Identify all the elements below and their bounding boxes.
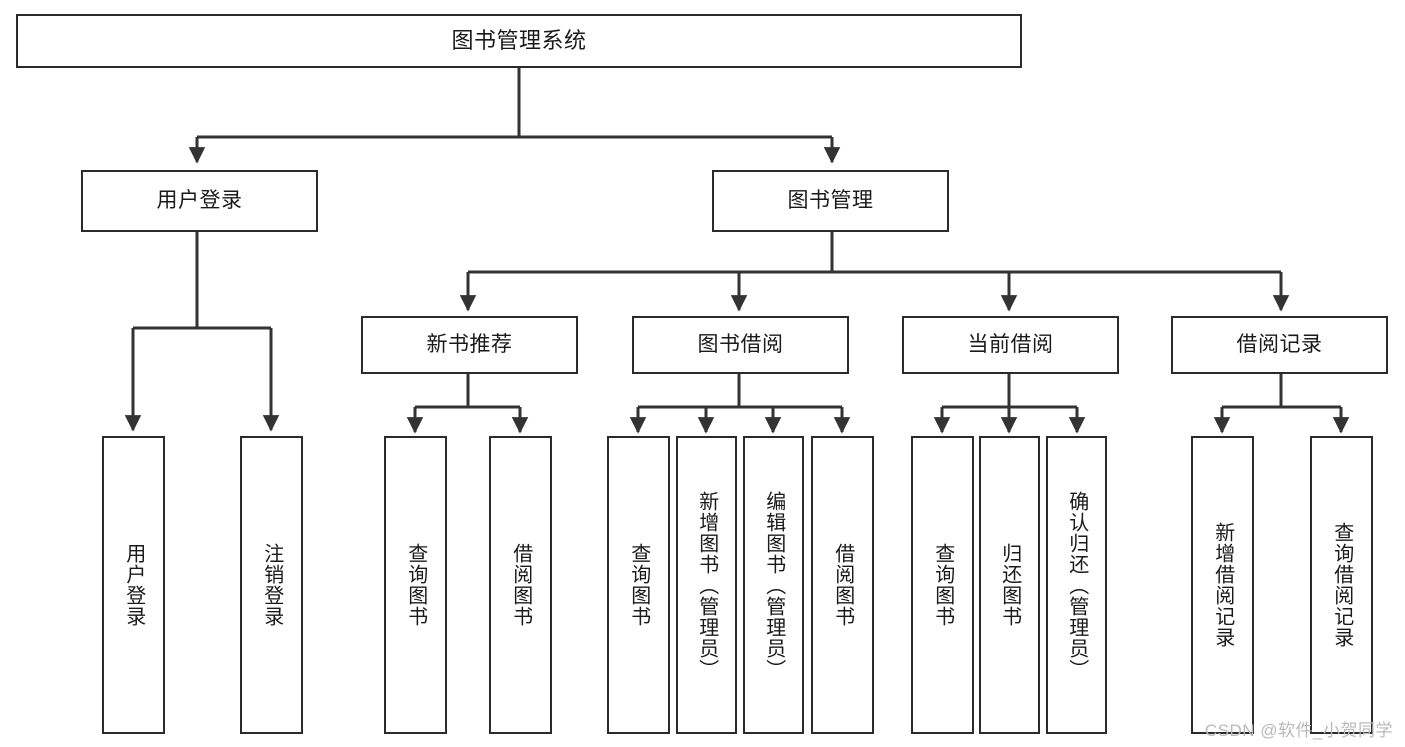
leaf-borrow-book[interactable]: 借阅图书 [811, 436, 874, 734]
node-label: 图书管理 [787, 188, 874, 212]
node-label: 查询图书 [627, 543, 650, 627]
leaf-add-book-admin[interactable]: 新增图书（管理员） [676, 436, 737, 734]
node-label: 图书借阅 [697, 332, 784, 356]
node-label: 新增图书（管理员） [695, 490, 718, 680]
node-current-borrow[interactable]: 当前借阅 [902, 316, 1119, 374]
leaf-edit-book-admin[interactable]: 编辑图书（管理员） [743, 436, 804, 734]
leaf-logout[interactable]: 注销登录 [240, 436, 303, 734]
leaf-borrow-book-recommend[interactable]: 借阅图书 [489, 436, 552, 734]
leaf-query-book-borrow[interactable]: 查询图书 [607, 436, 670, 734]
node-user-login[interactable]: 用户登录 [81, 170, 318, 232]
node-label: 查询图书 [404, 543, 427, 627]
leaf-query-book-recommend[interactable]: 查询图书 [384, 436, 447, 734]
leaf-query-borrow-record[interactable]: 查询借阅记录 [1310, 436, 1373, 734]
leaf-return-book[interactable]: 归还图书 [979, 436, 1040, 734]
node-label: 用户登录 [122, 543, 145, 627]
node-label: 注销登录 [260, 543, 283, 627]
node-book-borrow[interactable]: 图书借阅 [632, 316, 849, 374]
node-label: 当前借阅 [967, 332, 1054, 356]
node-root-system[interactable]: 图书管理系统 [16, 14, 1022, 68]
node-label: 查询图书 [931, 543, 954, 627]
node-borrow-records[interactable]: 借阅记录 [1171, 316, 1388, 374]
node-new-book-recommend[interactable]: 新书推荐 [361, 316, 578, 374]
node-book-management[interactable]: 图书管理 [712, 170, 949, 232]
node-label: 归还图书 [998, 543, 1021, 627]
node-label: 借阅图书 [831, 543, 854, 627]
node-label: 编辑图书（管理员） [762, 490, 785, 680]
node-label: 确认归还（管理员） [1065, 490, 1088, 680]
node-label: 新增借阅记录 [1211, 522, 1234, 648]
leaf-add-borrow-record[interactable]: 新增借阅记录 [1191, 436, 1254, 734]
node-label: 用户登录 [156, 188, 243, 212]
node-label: 图书管理系统 [451, 28, 587, 54]
node-label: 查询借阅记录 [1330, 522, 1353, 648]
leaf-confirm-return-admin[interactable]: 确认归还（管理员） [1046, 436, 1107, 734]
node-label: 借阅记录 [1236, 332, 1323, 356]
leaf-user-login[interactable]: 用户登录 [102, 436, 165, 734]
node-label: 借阅图书 [509, 543, 532, 627]
leaf-query-book-current[interactable]: 查询图书 [911, 436, 974, 734]
node-label: 新书推荐 [426, 332, 513, 356]
